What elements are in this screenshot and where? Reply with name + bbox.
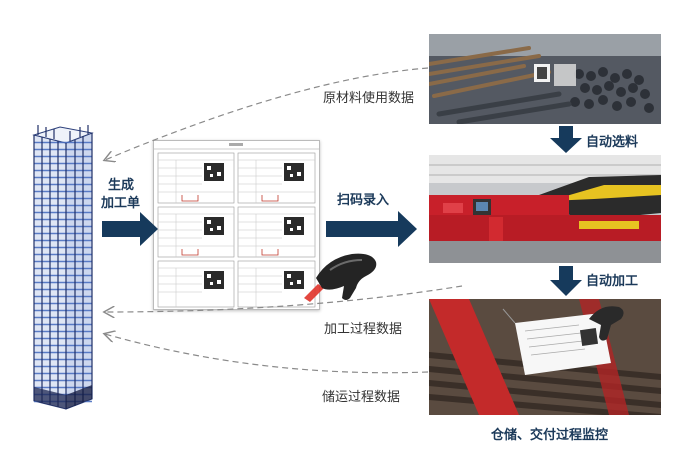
raw-material-photo [429, 34, 661, 124]
auto-processing-machine-photo [429, 155, 661, 263]
storage-data-connector [105, 334, 429, 374]
generate-order-label-line1: 生成 [108, 178, 135, 193]
raw-material-data-connector [105, 67, 429, 160]
generate-order-arrow [102, 212, 158, 246]
processing-order-sheet [153, 140, 320, 310]
auto-select-label: 自动选料 [586, 135, 639, 150]
scan-entry-arrow [326, 211, 417, 247]
barcode-scanner-icon [300, 248, 382, 304]
rebar-cage-model [20, 125, 100, 415]
storage-data-label: 储运过程数据 [322, 390, 401, 405]
raw-material-data-label: 原材料使用数据 [323, 91, 415, 106]
auto-select-arrow [550, 126, 582, 153]
process-data-label: 加工过程数据 [324, 322, 403, 337]
order-sheet-grid [154, 143, 319, 308]
warehouse-monitor-photo [429, 299, 661, 415]
scan-entry-label: 扫码录入 [337, 193, 390, 208]
auto-process-label: 自动加工 [586, 274, 639, 289]
warehouse-monitor-label: 仓储、交付过程监控 [491, 428, 609, 443]
process-data-connector [105, 285, 463, 312]
generate-order-label-line2: 加工单 [101, 196, 141, 211]
auto-process-arrow [550, 266, 582, 296]
